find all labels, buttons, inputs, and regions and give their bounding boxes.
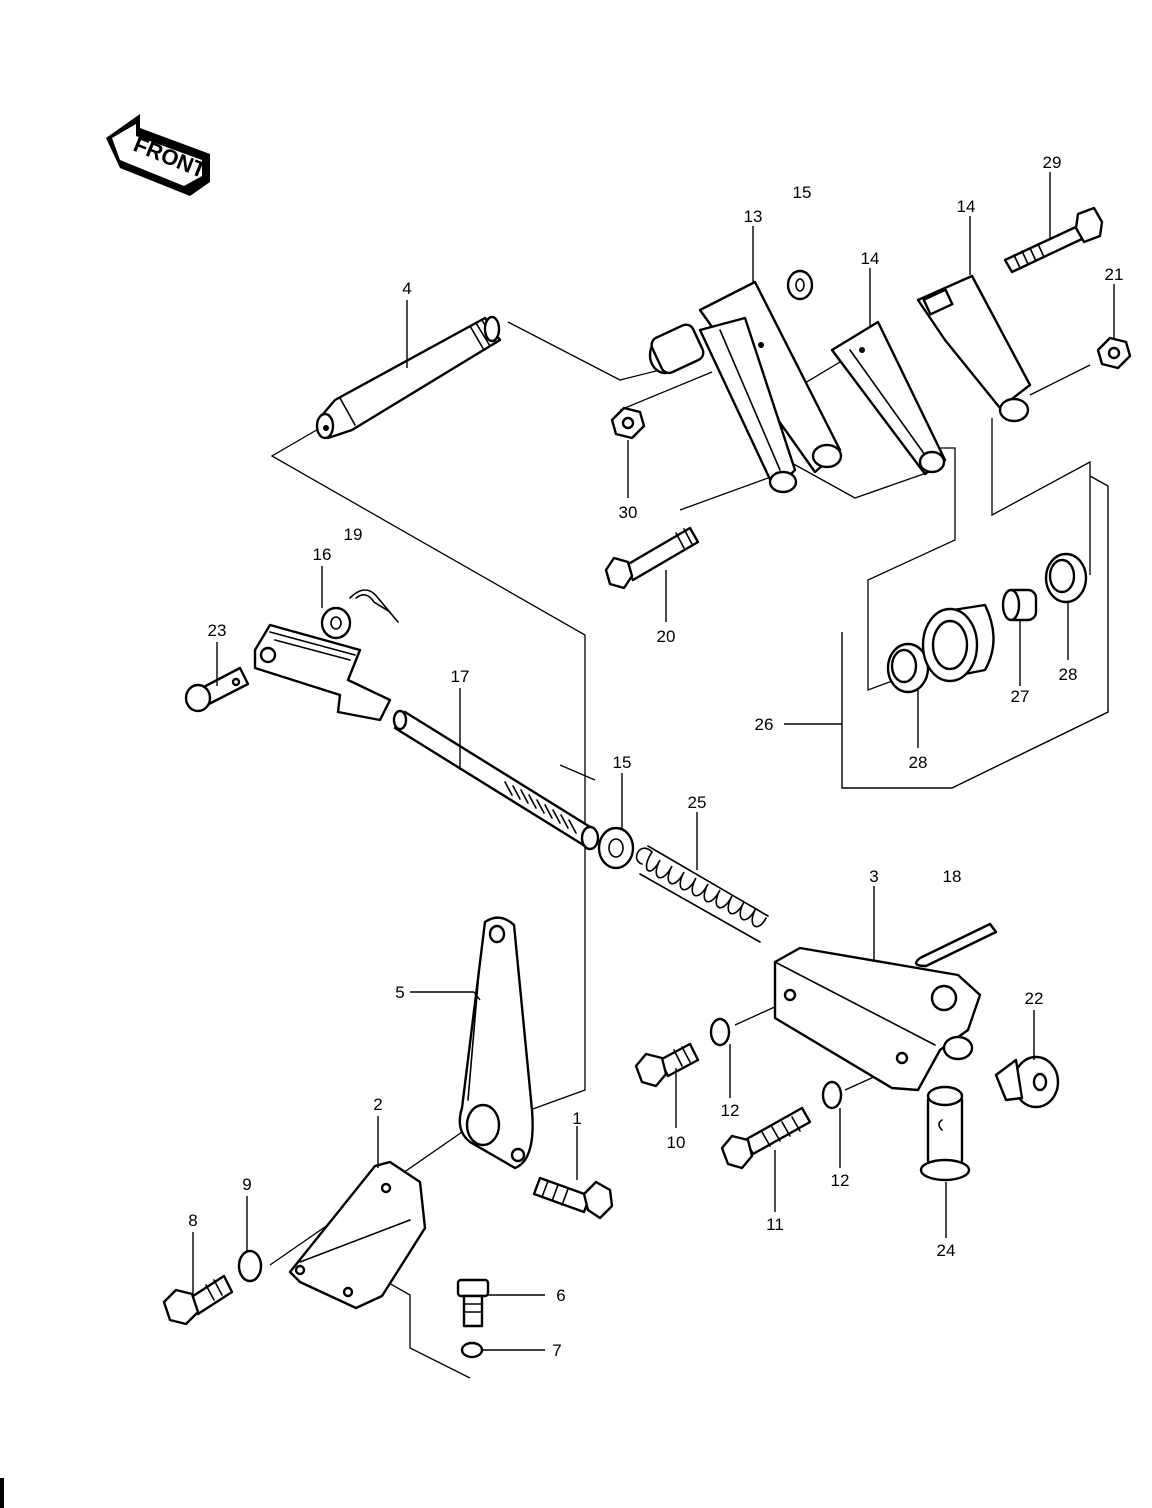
callout-30: 30 — [619, 503, 638, 522]
callout-1: 1 — [572, 1109, 581, 1128]
callout-18: 18 — [943, 867, 962, 886]
callout-21: 21 — [1105, 265, 1124, 284]
part-24-pin — [919, 1085, 971, 1182]
part-17-clevis — [253, 623, 392, 722]
part-11-bolt — [720, 1106, 812, 1170]
part-23-clevis-pin — [184, 666, 250, 713]
part-12-washer-b — [821, 1080, 843, 1110]
callout-19: 19 — [344, 525, 363, 544]
callout-25: 25 — [688, 793, 707, 812]
part-26-roller — [921, 603, 995, 683]
part-6-bolt — [456, 1278, 490, 1328]
callout-7: 7 — [552, 1341, 561, 1360]
callout-14-right: 14 — [957, 197, 976, 216]
part-15-washer-top — [786, 269, 814, 301]
callout-12-a: 12 — [721, 1101, 740, 1120]
part-1-bolt — [532, 1176, 614, 1220]
callout-28-right: 28 — [1059, 665, 1078, 684]
callout-numbers: 4 13 15 14 14 29 21 30 20 16 19 23 17 15… — [188, 153, 1123, 1360]
part-20-bolt — [604, 526, 700, 590]
part-28-bushing-right — [1044, 552, 1088, 604]
part-4-shaft — [315, 315, 502, 440]
part-15-washer-mid — [597, 826, 635, 870]
callout-leaders — [192, 172, 1115, 1351]
part-28-bushing-left — [886, 642, 930, 694]
part-27-collar — [1001, 588, 1038, 622]
part-7-washer — [460, 1341, 484, 1359]
callout-4: 4 — [402, 279, 411, 298]
callout-29: 29 — [1043, 153, 1062, 172]
part-26-group-frame — [841, 475, 1109, 789]
callout-3: 3 — [869, 867, 878, 886]
callout-16: 16 — [313, 545, 332, 564]
callout-12-b: 12 — [831, 1171, 850, 1190]
callout-5: 5 — [395, 983, 404, 1002]
callout-22: 22 — [1025, 989, 1044, 1008]
callout-20: 20 — [657, 627, 676, 646]
part-17-rod — [392, 709, 600, 851]
part-10-bolt — [634, 1042, 700, 1088]
part-30-nut — [610, 406, 646, 440]
callout-27: 27 — [1011, 687, 1030, 706]
scan-edge-mark — [0, 1478, 4, 1508]
part-3-bracket — [773, 946, 982, 1092]
part-5-arm — [458, 916, 534, 1170]
callout-28-left: 28 — [909, 753, 928, 772]
callout-17: 17 — [451, 667, 470, 686]
callout-10: 10 — [667, 1133, 686, 1152]
callout-13: 13 — [744, 207, 763, 226]
part-9-washer — [237, 1249, 263, 1283]
front-arrow-icon: FRONT — [106, 114, 210, 196]
part-19-clip — [349, 589, 399, 623]
callout-6: 6 — [556, 1286, 565, 1305]
callout-15-mid: 15 — [613, 753, 632, 772]
callout-9: 9 — [242, 1175, 251, 1194]
part-16-washer — [320, 606, 352, 640]
callout-8: 8 — [188, 1211, 197, 1230]
part-18-cotter-pin — [915, 922, 998, 968]
callout-26: 26 — [755, 715, 774, 734]
callout-2: 2 — [373, 1095, 382, 1114]
callout-15-top: 15 — [793, 183, 812, 202]
part-12-washer-a — [709, 1017, 731, 1047]
part-13-lever — [648, 280, 843, 494]
part-14-link-right — [916, 274, 1032, 423]
part-21-nut — [1096, 336, 1132, 370]
part-8-bolt — [162, 1274, 234, 1326]
part-2-bracket — [288, 1160, 427, 1310]
part-14-link-center — [830, 320, 947, 476]
part-29-bolt — [1003, 206, 1104, 274]
callout-24: 24 — [937, 1241, 956, 1260]
part-22-cap — [994, 1055, 1060, 1109]
callout-11: 11 — [766, 1215, 784, 1234]
callout-14-center: 14 — [861, 249, 880, 268]
part-25-spring — [635, 845, 769, 943]
callout-23: 23 — [208, 621, 227, 640]
